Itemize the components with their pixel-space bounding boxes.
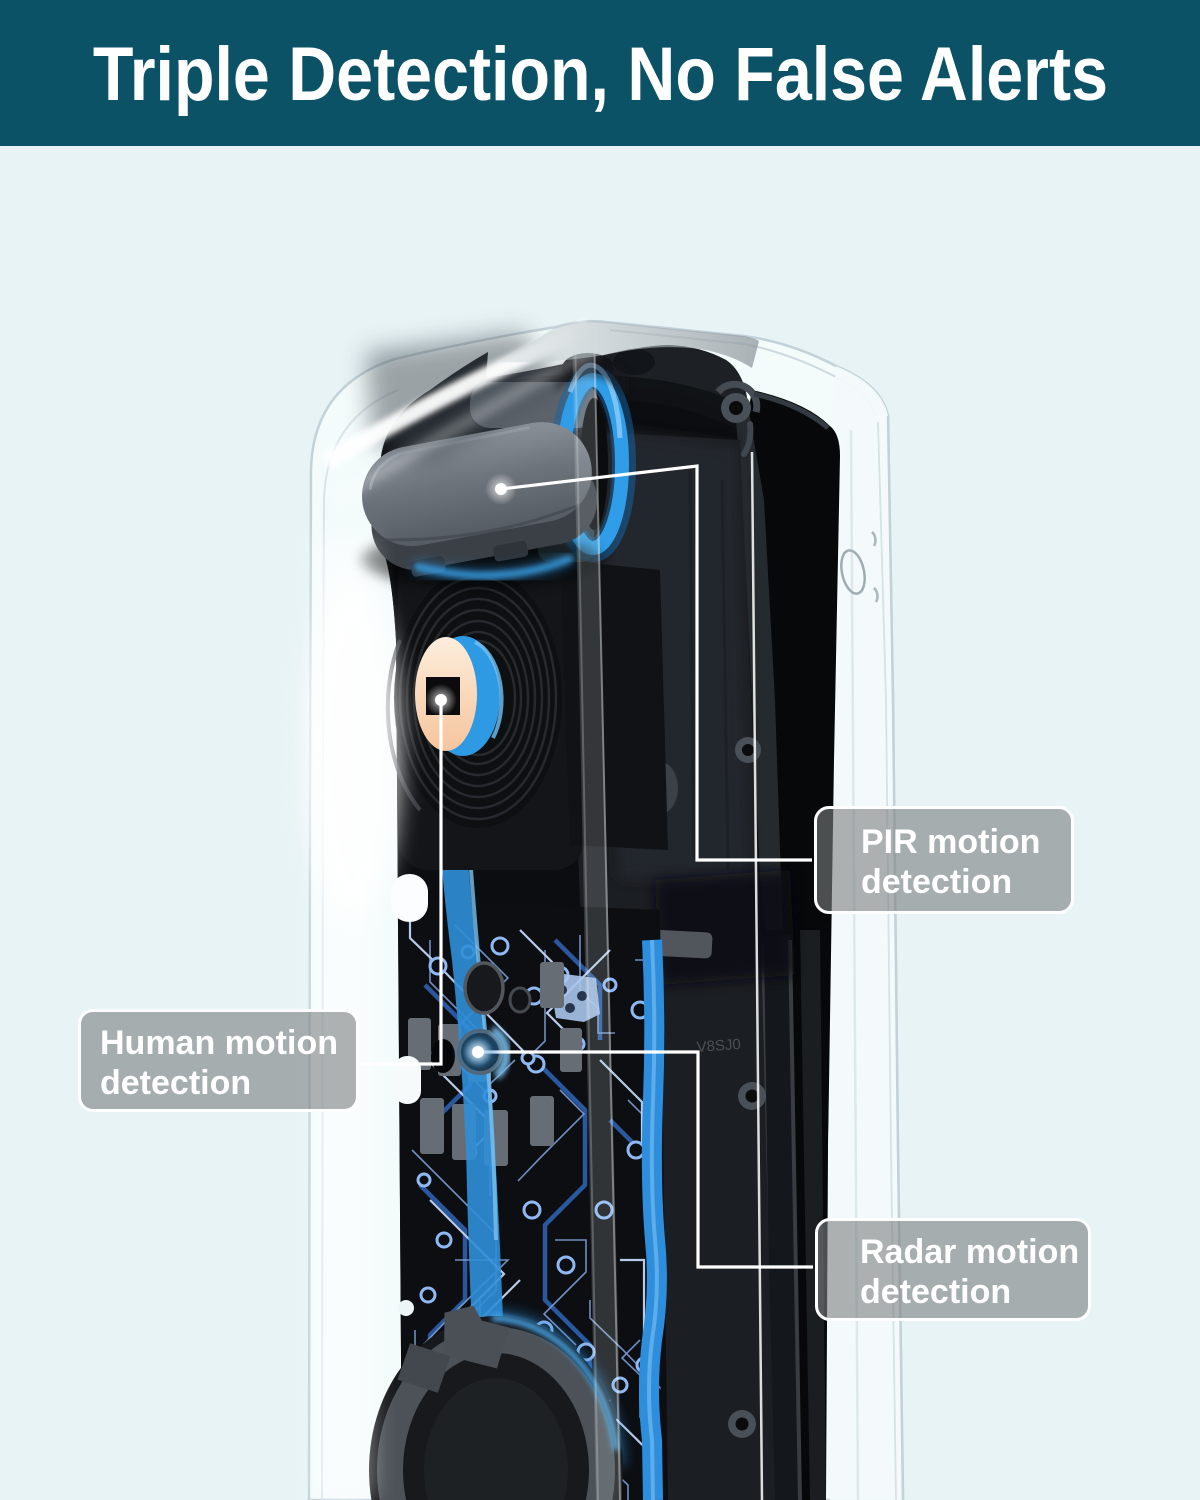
- svg-text:V8SJ0: V8SJ0: [696, 1036, 741, 1056]
